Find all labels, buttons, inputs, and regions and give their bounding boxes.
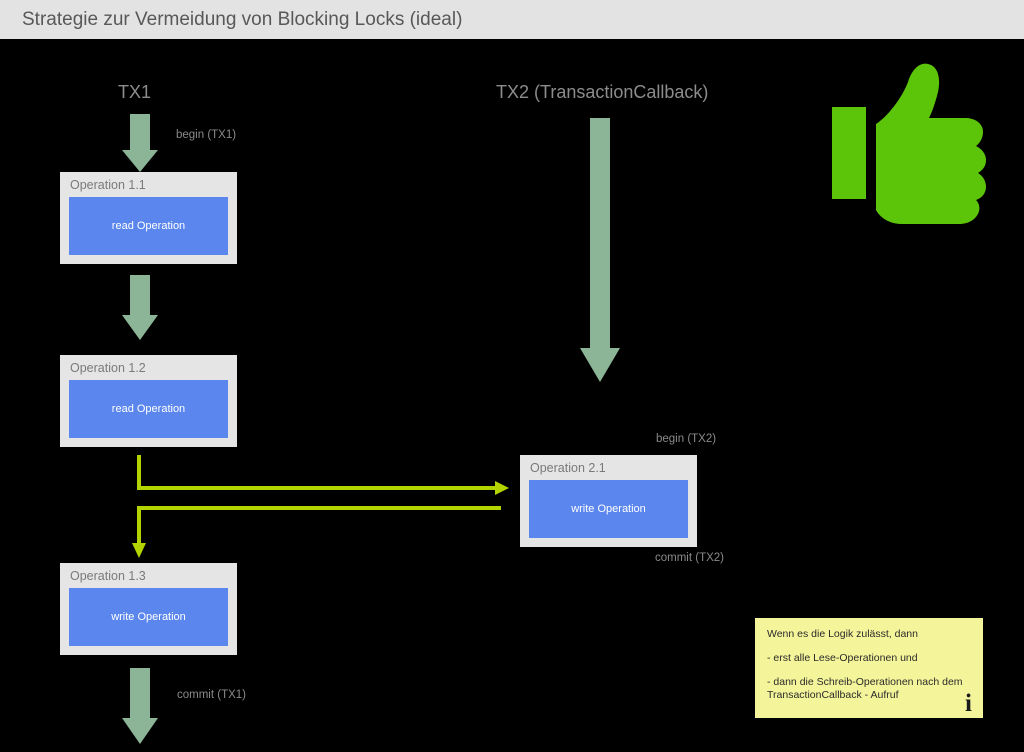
connector-arrowhead-to-op21 — [495, 481, 509, 495]
label-begin-tx1: begin (TX1) — [176, 129, 237, 141]
operation-box-op21[interactable]: Operation 2.1 write Operation — [520, 455, 697, 547]
info-note: Wenn es die Logik zulässt, dann - erst a… — [755, 618, 983, 718]
green-arrow-begin-tx1 — [122, 114, 158, 172]
title-bar: Strategie zur Vermeidung von Blocking Lo… — [0, 0, 1024, 39]
green-arrow-op11-to-op12 — [122, 275, 158, 340]
connector-op12-to-op21 — [137, 455, 497, 490]
operation-box-op13[interactable]: Operation 1.3 write Operation — [60, 563, 237, 655]
note-line-3: - dann die Schreib-Operationen nach dem … — [767, 676, 963, 701]
connector-op21-to-op13 — [137, 506, 501, 545]
operation-title-op13: Operation 1.3 — [70, 569, 146, 583]
operation-inner-label-op21: write Operation — [571, 503, 646, 515]
label-commit-tx2: commit (TX2) — [655, 552, 724, 564]
info-i-icon: i — [965, 690, 972, 717]
column-header-tx2: TX2 (TransactionCallback) — [496, 82, 709, 102]
operation-title-op21: Operation 2.1 — [530, 461, 606, 475]
operation-box-op11[interactable]: Operation 1.1 read Operation — [60, 172, 237, 264]
operation-inner-label-op13: write Operation — [111, 611, 186, 623]
operation-inner-label-op11: read Operation — [111, 220, 186, 232]
operation-inner-op13[interactable]: write Operation — [69, 588, 228, 646]
note-line-1: Wenn es die Logik zulässt, dann — [767, 628, 918, 640]
green-arrow-begin-tx2 — [580, 118, 620, 382]
thumbs-up-icon — [832, 63, 986, 225]
note-line-2: - erst alle Lese-Operationen und — [767, 652, 918, 664]
connector-arrowhead-to-op13 — [132, 543, 146, 558]
operation-inner-label-op12: read Operation — [111, 403, 186, 415]
label-commit-tx1: commit (TX1) — [177, 689, 246, 701]
operation-title-op11: Operation 1.1 — [70, 178, 146, 192]
column-header-tx1: TX1 — [118, 82, 152, 102]
label-begin-tx2: begin (TX2) — [656, 433, 717, 445]
operation-inner-op21[interactable]: write Operation — [529, 480, 688, 538]
operation-inner-op11[interactable]: read Operation — [69, 197, 228, 255]
page-title: Strategie zur Vermeidung von Blocking Lo… — [22, 9, 463, 30]
operation-box-op12[interactable]: Operation 1.2 read Operation — [60, 355, 237, 447]
green-arrow-commit-tx1 — [122, 668, 158, 744]
operation-inner-op12[interactable]: read Operation — [69, 380, 228, 438]
operation-title-op12: Operation 1.2 — [70, 361, 146, 375]
